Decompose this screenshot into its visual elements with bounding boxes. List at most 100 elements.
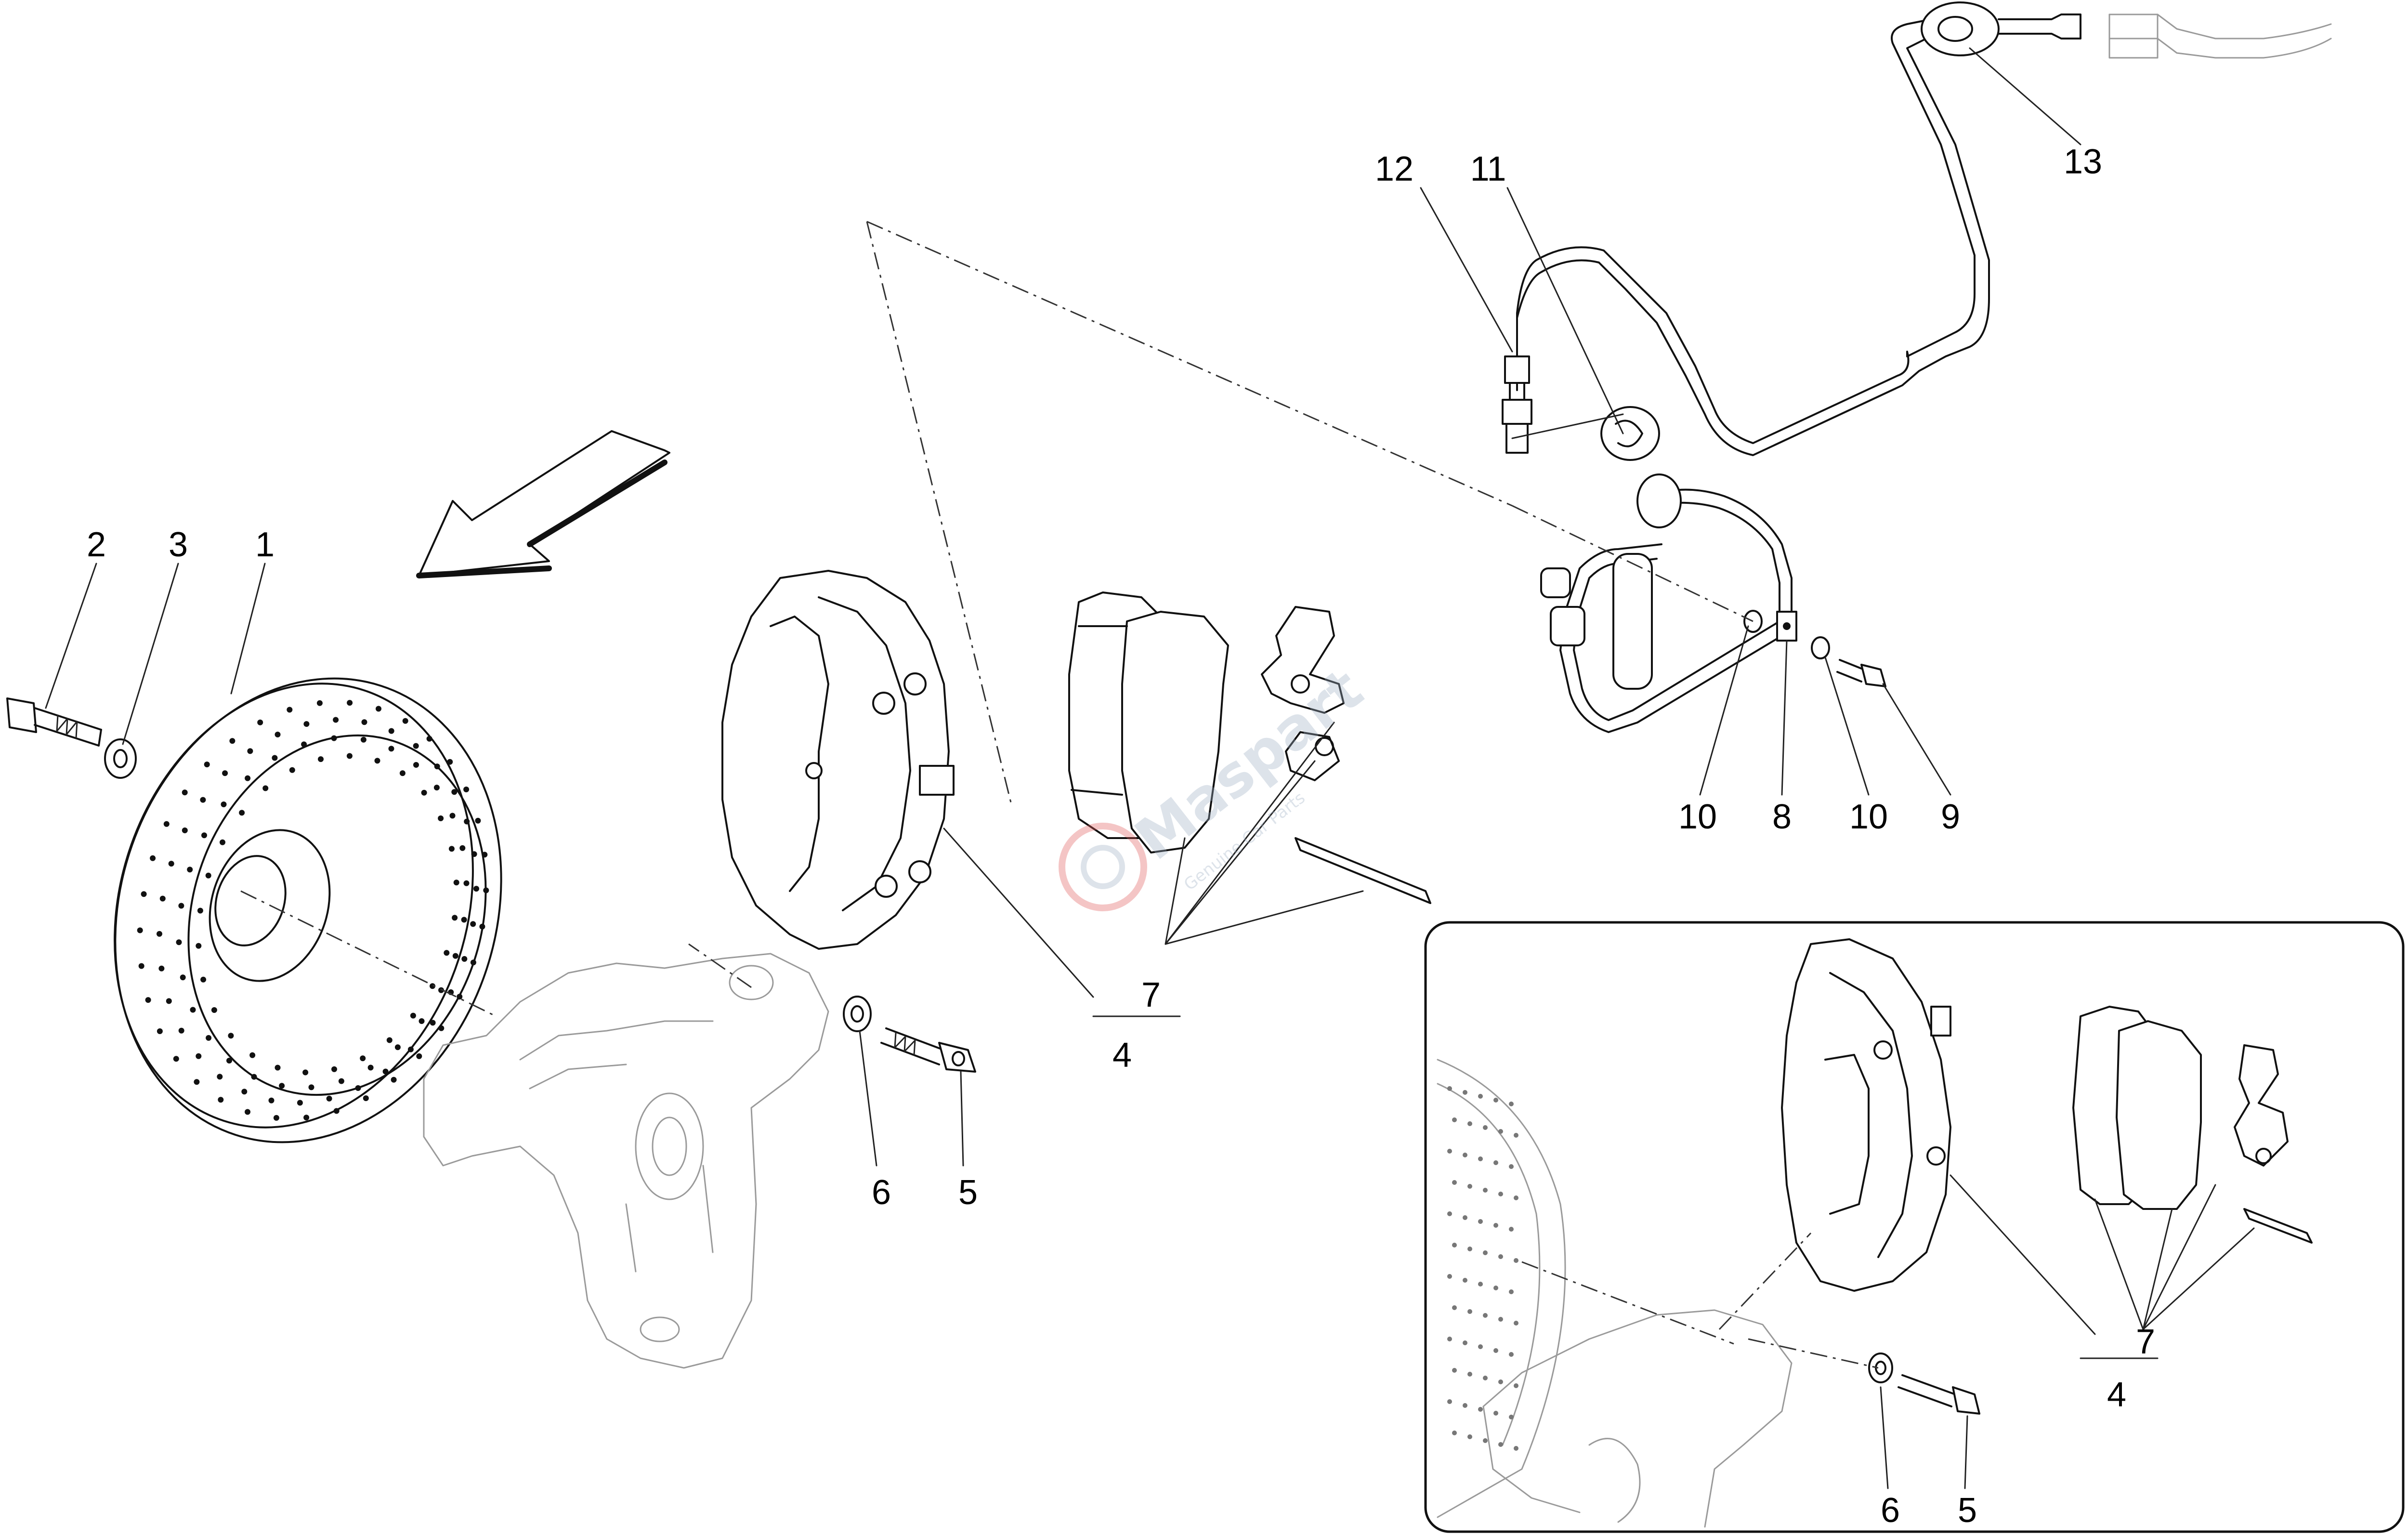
inset-disc-hole <box>1452 1431 1457 1435</box>
brake-pads <box>1068 591 1229 853</box>
disc-hole <box>180 974 186 981</box>
disc-hole <box>331 735 337 741</box>
disc-hole <box>316 700 323 706</box>
washer <box>104 738 137 779</box>
disc-hole <box>388 746 394 752</box>
disc-hole <box>159 895 166 902</box>
disc-hole <box>272 755 278 761</box>
disc-hole <box>434 763 440 770</box>
inset-disc-hole <box>1498 1129 1503 1134</box>
brake-hose-bracket <box>1600 406 1660 461</box>
inset-disc-hole <box>1467 1121 1472 1126</box>
disc-hole <box>459 845 466 851</box>
inset-disc-holes <box>1447 1086 1518 1451</box>
inset-disc-hole <box>1498 1192 1503 1196</box>
inset-disc-hole <box>1514 1195 1518 1200</box>
disc-hole <box>150 855 156 861</box>
inset-disc-hole <box>1493 1286 1498 1290</box>
inset-disc-hole <box>1452 1305 1457 1310</box>
disc-hole <box>360 736 366 743</box>
disc-hole <box>178 1027 184 1034</box>
disc-hole <box>355 1085 361 1091</box>
inset-disc-hole <box>1514 1258 1518 1263</box>
disc-hole <box>413 743 419 749</box>
disc-hole <box>201 832 207 839</box>
inset-disc-hole <box>1467 1309 1472 1314</box>
disc-bolt <box>6 697 102 747</box>
inset-disc-hole <box>1493 1223 1498 1228</box>
disc-hole <box>461 917 467 923</box>
direction-arrow <box>416 430 670 578</box>
disc-hole <box>228 1033 234 1039</box>
inset-disc-hole <box>1463 1215 1467 1220</box>
disc-hole <box>433 785 440 791</box>
callout-10-right: 10 <box>1849 798 1888 836</box>
callout-1: 1 <box>255 525 275 564</box>
inset-disc-hole <box>1514 1446 1518 1451</box>
disc-hole <box>222 770 228 776</box>
disc-hole <box>275 1064 281 1071</box>
disc-hole <box>438 815 444 821</box>
inset-disc-hole <box>1493 1098 1498 1103</box>
disc-hole <box>333 1108 340 1114</box>
disc-hole <box>367 1064 374 1071</box>
inset-disc-hole <box>1467 1372 1472 1377</box>
disc-hole <box>187 866 193 873</box>
inset-disc-hole <box>1493 1160 1498 1165</box>
disc-hole <box>226 1058 232 1063</box>
disc-hole <box>463 880 470 886</box>
inset-disc-hole <box>1509 1289 1514 1294</box>
hose-end-fitting <box>1504 355 1530 401</box>
callout-labels: 2 3 1 7 4 6 5 10 8 10 9 12 11 13 7 4 6 5 <box>87 143 2155 1530</box>
inset-disc-hole <box>1493 1348 1498 1353</box>
disc-hole <box>470 959 476 966</box>
disc-hole <box>430 983 435 989</box>
inset-disc-hole <box>1452 1180 1457 1185</box>
disc-hole <box>302 1069 309 1076</box>
inset-disc-hole <box>1509 1102 1514 1106</box>
inset-disc-hole <box>1509 1164 1514 1169</box>
disc-hole <box>249 1052 256 1058</box>
disc-hole <box>176 939 182 945</box>
leader-lines <box>45 47 2081 1167</box>
disc-hole <box>141 891 147 897</box>
inset-disc-hole <box>1447 1149 1452 1154</box>
disc-hole <box>182 827 188 833</box>
callout-5-inset: 5 <box>1958 1491 1977 1530</box>
disc-hole <box>138 963 144 969</box>
caliper-washer <box>843 996 872 1032</box>
sensor-bolt <box>1836 659 1886 687</box>
disc-hole <box>426 735 432 742</box>
disc-hole <box>247 748 253 754</box>
callout-13: 13 <box>2064 143 2102 181</box>
disc-hole <box>482 852 488 858</box>
callout-4-main: 4 <box>1112 1036 1132 1075</box>
disc-hole <box>333 717 339 723</box>
callout-3: 3 <box>169 525 188 564</box>
disc-hole <box>303 721 310 727</box>
disc-hole <box>197 907 203 914</box>
disc-hole <box>376 706 381 712</box>
inset-disc-hole <box>1447 1337 1452 1341</box>
disc-hole <box>374 758 380 764</box>
disc-hole <box>318 756 324 762</box>
disc-hole <box>157 1028 163 1034</box>
inset-disc-hole <box>1463 1090 1467 1095</box>
disc-hole <box>410 1012 416 1019</box>
disc-hole <box>438 1025 445 1031</box>
disc-hole <box>229 738 236 744</box>
inset-disc-hole <box>1483 1188 1488 1193</box>
disc-hole <box>347 700 353 706</box>
inset-disc-hole <box>1483 1376 1488 1380</box>
disc-hole <box>461 956 468 962</box>
inset-disc-hole <box>1452 1368 1457 1373</box>
caliper-bolt <box>880 1027 976 1073</box>
inset-disc-hole <box>1478 1282 1483 1287</box>
disc-hole <box>451 789 458 795</box>
callout-8: 8 <box>1772 798 1792 836</box>
disc-hole <box>447 759 453 765</box>
inset-disc-hole <box>1514 1321 1518 1326</box>
disc-hole <box>194 1079 200 1085</box>
disc-hole <box>360 1055 366 1062</box>
